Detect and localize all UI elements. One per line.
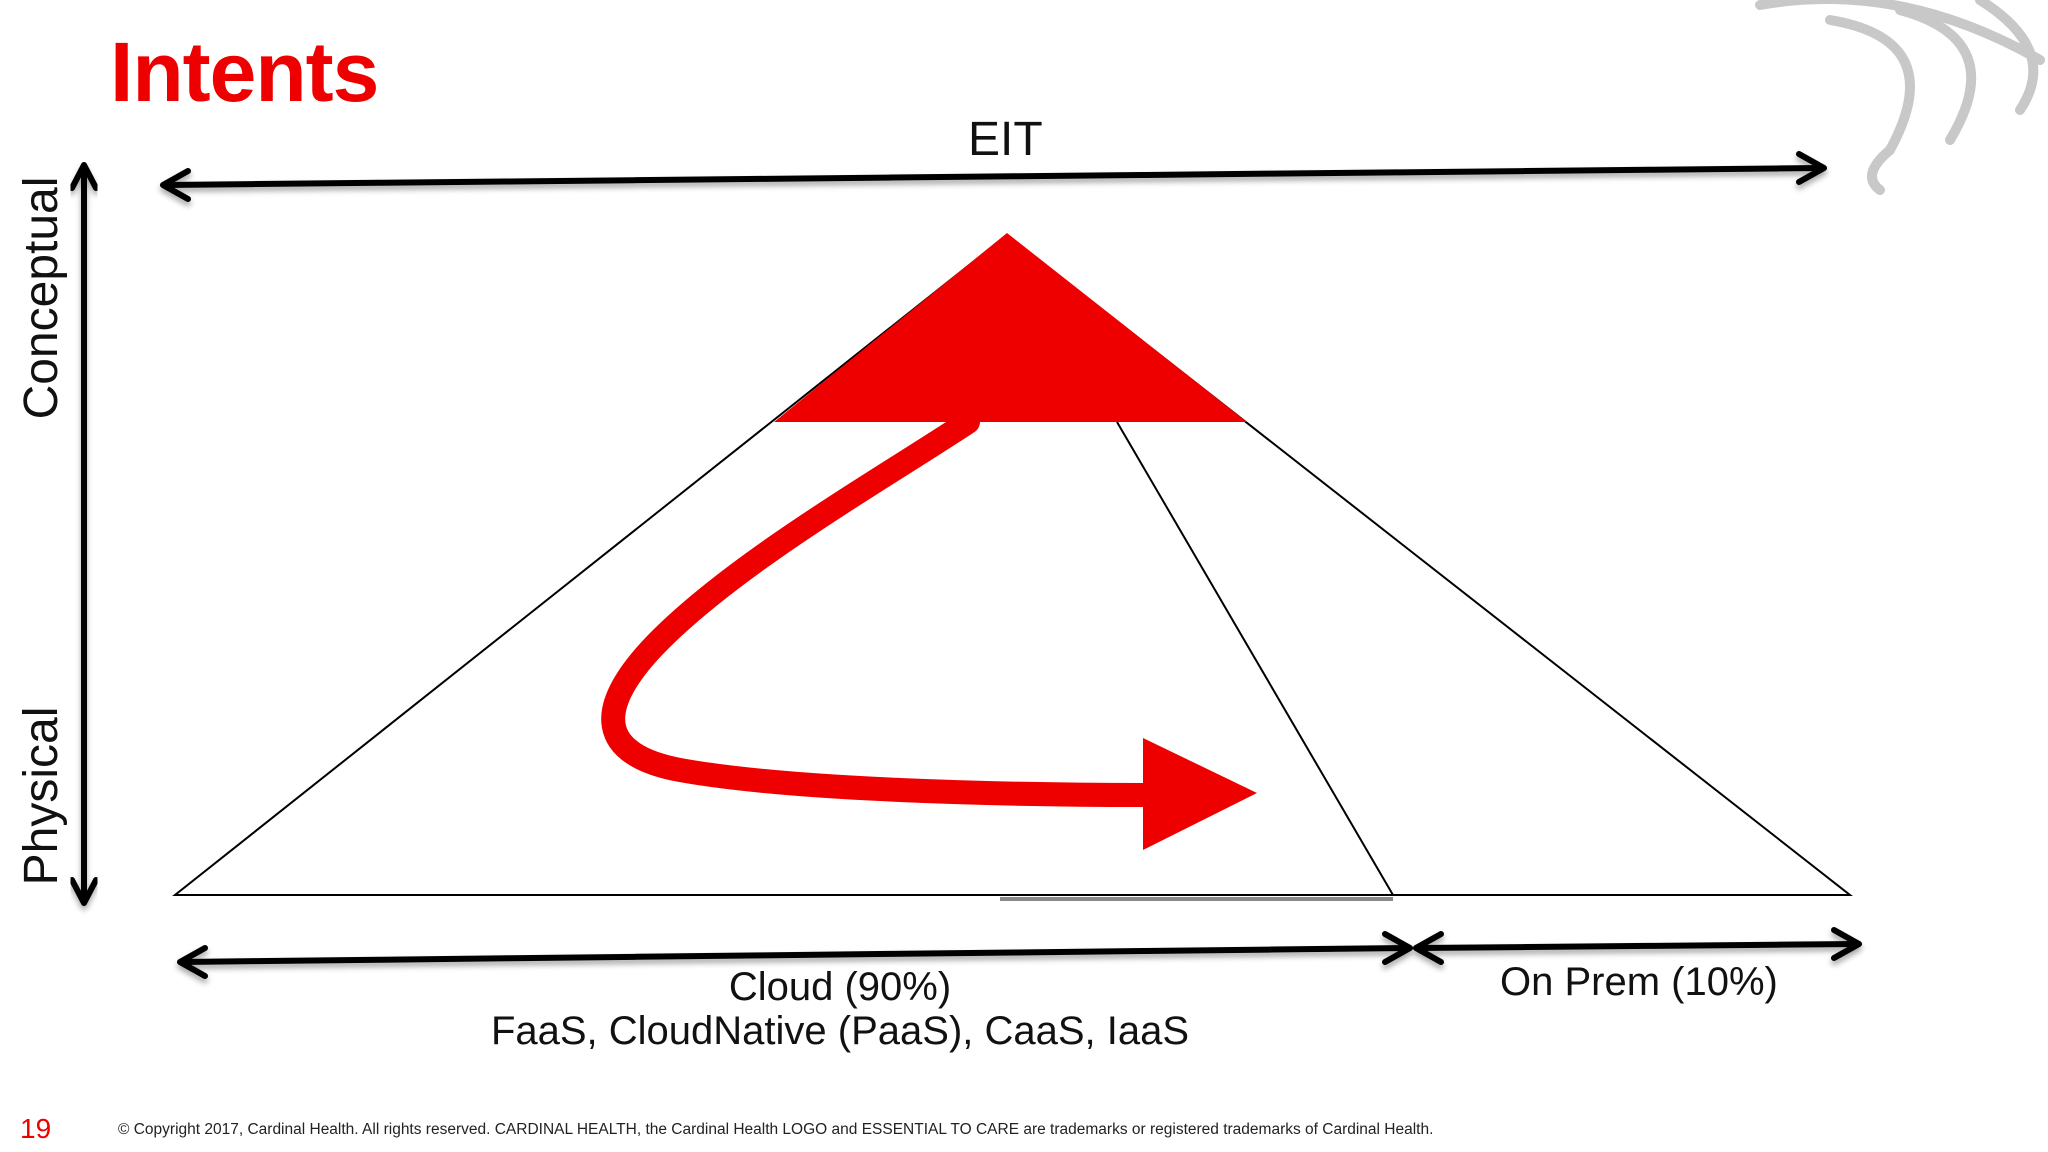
- cloud-double-arrow: [177, 931, 1413, 979]
- red-apex-triangle: [774, 233, 1247, 422]
- red-arrowhead: [1143, 738, 1257, 850]
- vertical-axis-bottom-label: Physical: [15, 706, 68, 886]
- slide-title: Intents: [110, 25, 379, 119]
- copyright-footer: © Copyright 2017, Cardinal Health. All r…: [118, 1121, 1434, 1138]
- page-number: 19: [20, 1113, 52, 1144]
- red-curved-arrow: [601, 410, 1162, 807]
- cloud-sublabel: FaaS, CloudNative (PaaS), CaaS, IaaS: [490, 1009, 1190, 1053]
- vertical-double-arrow: [69, 162, 99, 906]
- onprem-double-arrow: [1413, 927, 1862, 965]
- pyramid-divider-line: [1116, 421, 1394, 896]
- decorative-swoosh-graphic: [1755, 0, 2045, 195]
- vertical-axis-top-label: Conceptual: [15, 176, 68, 420]
- top-axis-label: EIT: [968, 113, 1043, 166]
- cloud-label: Cloud (90%): [728, 965, 952, 1009]
- onprem-label: On Prem (10%): [1500, 960, 1778, 1004]
- pyramid-outline: [172, 233, 1853, 896]
- top-double-arrow: [160, 151, 1827, 202]
